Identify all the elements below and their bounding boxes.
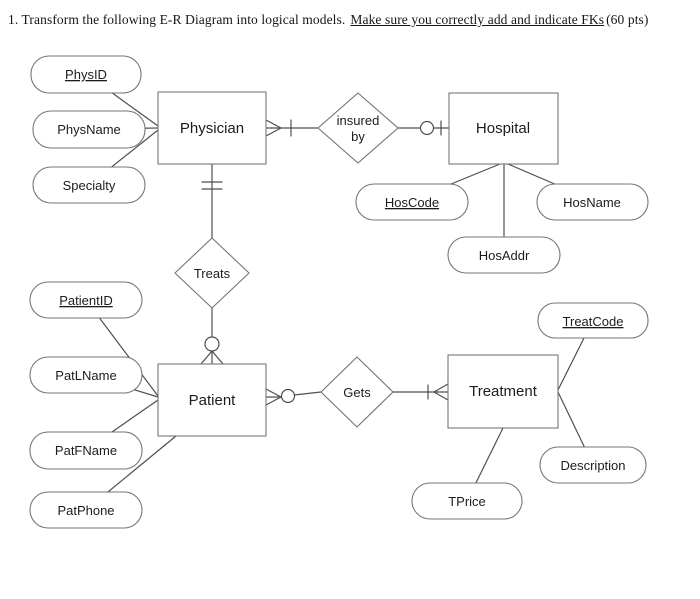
attribute-specialty-label: Specialty — [63, 178, 116, 193]
attribute-patientid-oval — [29, 281, 143, 319]
attribute-patientid-label: PatientID — [59, 293, 112, 308]
double-tick-icon — [201, 181, 223, 190]
question-title-prefix: 1. Transform the following E-R Diagram i… — [8, 12, 346, 27]
attribute-patlname-label: PatLName — [55, 368, 116, 383]
zero-circle-icon — [204, 336, 220, 352]
attribute-description-label: Description — [560, 458, 625, 473]
shapes — [29, 55, 649, 529]
attribute-hosname-oval — [536, 183, 649, 221]
attribute-hosname-label: HosName — [563, 195, 621, 210]
relationship-treats-diamond — [174, 237, 250, 309]
labels: Physician Hospital Patient Treatment ins… — [55, 67, 626, 518]
patient-gets-line — [293, 391, 322, 396]
attribute-specialty-oval — [32, 166, 146, 204]
relationship-treats-label: Treats — [194, 266, 231, 281]
crows-foot-icon — [200, 350, 224, 365]
crows-foot-icon — [265, 388, 283, 406]
attribute-hoscode-oval — [355, 183, 469, 221]
attribute-patphone-label: PatPhone — [57, 503, 114, 518]
attribute-patphone-oval — [29, 491, 143, 529]
crows-foot-icon — [433, 383, 449, 401]
relationship-insured-by-diamond — [317, 92, 399, 164]
crows-foot-icon — [265, 119, 282, 137]
entity-patient-label: Patient — [189, 392, 237, 409]
attribute-hosaddr-oval — [447, 236, 561, 274]
question-title-underlined: Make sure you correctly add and indicate… — [350, 12, 605, 27]
relationship-gets-diamond — [320, 356, 394, 428]
entity-physician-label: Physician — [180, 120, 244, 137]
entity-hospital-label: Hospital — [476, 120, 530, 137]
relationship-insured-by-label-line2: by — [351, 129, 365, 144]
attribute-patfname-oval — [29, 431, 143, 470]
optional-circles — [204, 120, 435, 404]
attribute-patfname-label: PatFName — [55, 443, 117, 458]
entity-physician-box — [157, 91, 267, 165]
attribute-hosaddr-label: HosAddr — [479, 248, 530, 263]
question-title: 1. Transform the following E-R Diagram i… — [8, 12, 649, 28]
attribute-physname-label: PhysName — [57, 122, 121, 137]
relationship-gets-label: Gets — [343, 385, 371, 400]
attribute-physname-oval — [32, 110, 146, 149]
attribute-tprice-oval — [411, 482, 523, 520]
entity-treatment-box — [447, 354, 559, 429]
entity-patient-box — [157, 363, 267, 437]
zero-circle-icon — [280, 388, 296, 404]
attribute-physid-label: PhysID — [65, 67, 107, 82]
attribute-description-oval — [539, 446, 647, 484]
attribute-tprice-label: TPrice — [448, 494, 486, 509]
attribute-hoscode-label: HosCode — [385, 195, 439, 210]
question-title-points: (60 pts) — [606, 12, 649, 27]
zero-circle-icon — [419, 120, 435, 136]
attribute-treatcode-oval — [537, 302, 649, 339]
entity-hospital-box — [448, 92, 559, 165]
entity-treatment-label: Treatment — [469, 383, 538, 400]
relationship-insured-by-label-line1: insured — [337, 113, 380, 128]
attribute-patlname-oval — [29, 356, 143, 394]
attribute-physid-oval — [30, 55, 142, 94]
attribute-treatcode-label: TreatCode — [563, 314, 624, 329]
